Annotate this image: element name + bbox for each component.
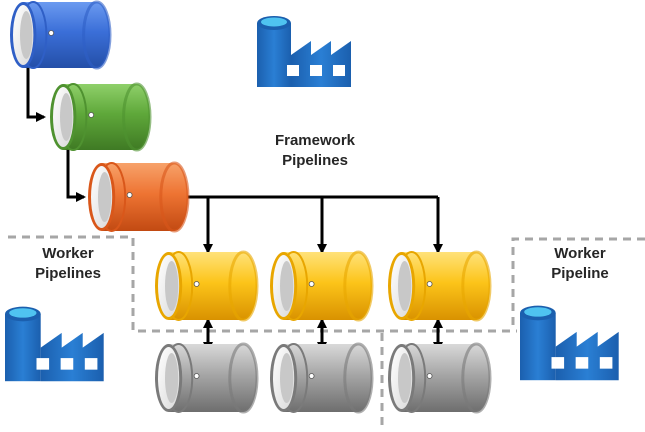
gray-worker-pipeline-1-icon (155, 342, 259, 414)
worker-right-data-factory-icon (520, 305, 619, 381)
green-framework-pipeline-icon (50, 82, 152, 152)
gray-worker-pipeline-2-icon (270, 342, 374, 414)
framework-connectors (26, 68, 443, 254)
framework-pipelines-label: Framework Pipelines (274, 132, 356, 169)
worker-pipelines-label: Worker Pipelines (35, 245, 101, 282)
blue-framework-pipeline-icon (10, 0, 112, 70)
yellow-worker-pipeline-1-icon (155, 250, 259, 322)
gray-worker-pipeline-3-icon (388, 342, 492, 414)
worker-left-data-factory-icon (5, 306, 104, 382)
right-boundary (511, 237, 645, 331)
orange-framework-pipeline-icon (88, 161, 190, 233)
yellow-worker-pipeline-3-icon (388, 250, 492, 322)
worker-pipeline-label: Worker Pipeline (551, 245, 609, 282)
yellow-worker-pipeline-2-icon (270, 250, 374, 322)
framework-data-factory-icon (257, 16, 351, 87)
